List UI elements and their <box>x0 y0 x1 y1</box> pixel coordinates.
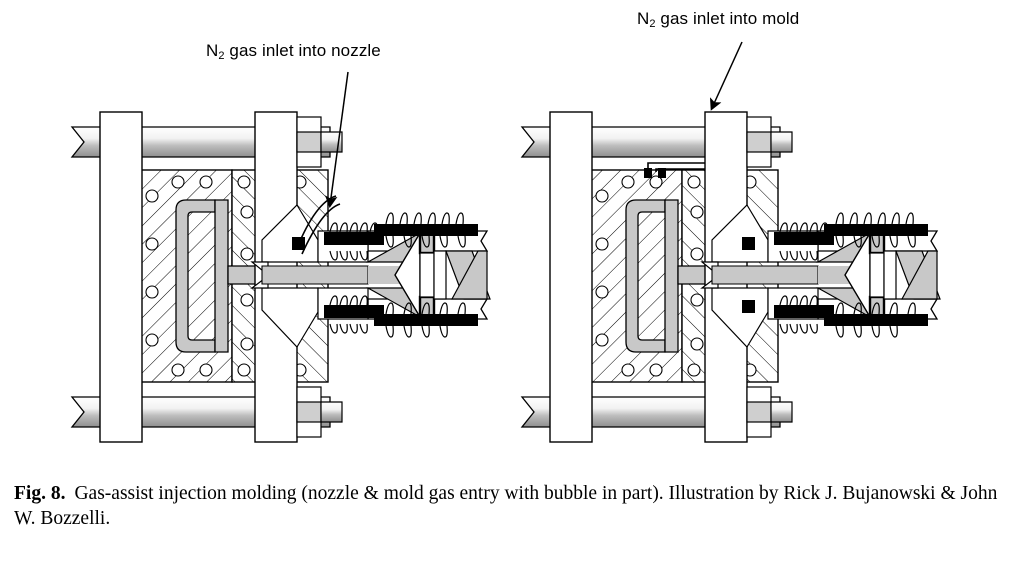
tie-bar-nuts-left <box>296 116 343 438</box>
annotation-label-mold-gas-inlet: N2 gas inlet into mold <box>637 9 800 30</box>
annotation-mold-suffix: gas inlet into mold <box>655 9 800 28</box>
left-machine-assembly <box>70 71 491 443</box>
annotation-mold-subscript: 2 <box>649 18 656 30</box>
molded-part-left <box>175 199 263 353</box>
barrel-right <box>711 230 941 320</box>
right-machine-assembly <box>520 41 941 443</box>
heater-bands-left <box>292 224 478 326</box>
annotation-mold-prefix: N <box>637 9 650 28</box>
gas-assist-molding-illustration <box>70 41 941 443</box>
tie-bar-nuts-right <box>746 116 793 438</box>
gas-valve-marker-2 <box>658 168 666 178</box>
annotation-nozzle-prefix: N <box>206 41 219 60</box>
platens-left <box>99 111 298 443</box>
figure-caption-text: Gas-assist injection molding (nozzle & m… <box>14 483 998 529</box>
heater-wires-left <box>329 212 466 338</box>
figure-number: Fig. 8. <box>14 483 66 504</box>
heater-wires-right <box>779 212 916 338</box>
annotation-label-nozzle-gas-inlet: N2 gas inlet into nozzle <box>206 41 381 62</box>
heater-bands-right <box>742 224 928 326</box>
figure-caption: Fig. 8.Gas-assist injection molding (noz… <box>14 481 1014 531</box>
annotation-nozzle-suffix: gas inlet into nozzle <box>224 41 381 60</box>
mold-leader-arrow <box>709 41 743 111</box>
cooling-channels-right-moving <box>595 175 663 377</box>
gas-valve-marker-1 <box>644 168 652 178</box>
annotation-nozzle-subscript: 2 <box>218 50 225 62</box>
molded-part-right <box>625 199 713 353</box>
nozzle-leader-arrow <box>324 71 349 208</box>
cooling-channels-left <box>145 175 213 377</box>
